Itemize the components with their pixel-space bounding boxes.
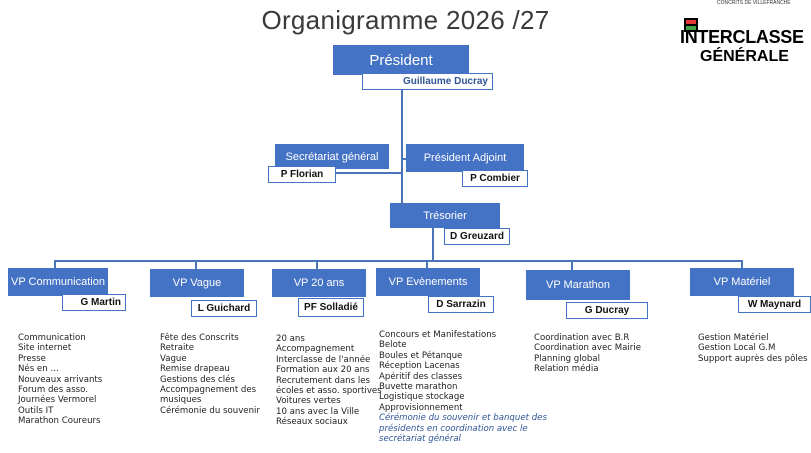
list-item: Communication (18, 333, 86, 343)
list-item: Buvette marathon (379, 382, 458, 393)
list-item: écoles et asso. sportives (276, 386, 382, 397)
list-item: Coordination avec B.R (534, 333, 630, 343)
logo-line1: INTERCLASSE (680, 27, 804, 47)
list-item: Remise drapeau (160, 364, 230, 375)
list-item: Relation média (534, 364, 599, 375)
vp-marathon-tasks: Coordination avec B.R Coordination avec … (534, 333, 641, 375)
connector-vp2 (195, 260, 197, 269)
vp-materiel-name: W Maynard (738, 296, 811, 313)
vp-communication-box: VP Communication (8, 268, 108, 296)
vp-materiel-box: VP Matériel (690, 268, 794, 296)
list-item: Voitures vertes (276, 396, 341, 407)
vp-20ans-role: VP 20 ans (293, 277, 345, 289)
list-item: Nés en … (18, 364, 59, 375)
connector-vp5 (571, 260, 573, 270)
list-item: Réseaux sociaux (276, 417, 348, 428)
list-item: Gestion Local G.M (698, 343, 776, 354)
vp-marathon-role: VP Marathon (545, 279, 610, 291)
vp-vague-tasks: Fête des Conscrits Retraite Vague Remise… (160, 333, 260, 416)
vice-president-box: Président Adjoint (406, 144, 524, 172)
vp-20ans-tasks: 20 ans Accompagnement Interclasse de l'a… (276, 334, 382, 428)
coordination-note: Cérémonie du souvenir et banquet des pré… (379, 413, 547, 445)
vp-materiel-tasks: Gestion Matériel Gestion Local G.M Suppo… (698, 333, 808, 364)
treasurer-name: D Greuzard (444, 228, 510, 245)
list-item: Concours et Manifestations (379, 330, 497, 340)
vp-20ans-name: PF Solladié (298, 298, 364, 317)
president-box: Président (333, 45, 469, 75)
connector-vice-president (403, 158, 406, 160)
connector-treasurer-down (432, 228, 434, 262)
list-item: Apéritif des classes (379, 371, 463, 382)
list-item: 10 ans avec la Ville (276, 406, 360, 417)
vice-president-name: P Combier (462, 170, 528, 187)
list-item: musiques (160, 395, 202, 406)
secretariat-name: P Florian (268, 166, 336, 183)
list-item: Approvisionnement (379, 402, 463, 413)
list-item: Nouveaux arrivants (18, 374, 103, 385)
vp-evenements-tasks: Concours et Manifestations Belote Boules… (379, 330, 569, 444)
list-item: Marathon Coureurs (18, 416, 101, 427)
list-item: Belote (379, 340, 407, 351)
list-item: Fête des Conscrits (160, 333, 239, 343)
connector-vp6 (741, 260, 743, 268)
list-item: Interclasse de l'année (276, 354, 371, 365)
list-item: Logistique stockage (379, 392, 465, 403)
logo: INTERCLASSE GÉNÉRALE (680, 16, 811, 74)
vp-communication-role: VP Communication (11, 276, 105, 288)
vp-evenements-role: VP Evènements (388, 276, 468, 288)
vp-marathon-name: G Ducray (566, 302, 648, 319)
list-item: Planning global (534, 353, 600, 364)
vp-communication-tasks: Communication Site internet Presse Nés e… (18, 333, 102, 427)
treasurer-box: Trésorier (390, 203, 500, 228)
list-item: Accompagnement des (160, 385, 257, 396)
list-item: Vague (160, 353, 187, 364)
list-item: Outils IT (18, 405, 54, 416)
list-item: Forum des asso. (18, 385, 88, 396)
vp-communication-name: G Martin (62, 294, 126, 311)
vp-marathon-box: VP Marathon (526, 270, 630, 300)
vp-vague-role: VP Vague (172, 277, 222, 289)
vp-materiel-role: VP Matériel (713, 276, 771, 288)
list-item: 20 ans (276, 334, 305, 344)
vp-vague-box: VP Vague (150, 269, 244, 297)
connector-horizontal-bus (54, 260, 742, 262)
list-item: Réception Lacenas (379, 361, 460, 372)
secretariat-role: Secrétariat général (285, 150, 379, 163)
connector-secretariat (335, 172, 403, 174)
logo-emblem-icon (684, 18, 698, 32)
vice-president-role: Président Adjoint (423, 152, 507, 164)
list-item: Accompagnement (276, 344, 355, 355)
connector-vp1 (54, 260, 56, 268)
list-item: Site internet (18, 343, 72, 354)
list-item: Journées Vermorel (18, 395, 97, 406)
list-item: Recrutement dans les (276, 375, 370, 386)
list-item: Support auprès des pôles (698, 353, 808, 364)
vp-vague-name: L Guichard (191, 300, 257, 317)
list-item: Cérémonie du souvenir (160, 405, 260, 416)
connector-vp4 (426, 260, 428, 268)
president-name: Guillaume Ducray (362, 73, 493, 90)
vp-evenements-name: D Sarrazin (428, 296, 494, 313)
list-item: Formation aux 20 ans (276, 365, 370, 376)
list-item: Retraite (160, 343, 195, 354)
logo-subtitle: CONCRITS DE VILLEFRANCHE (717, 0, 791, 6)
page-title: Organigramme 2026 /27 (261, 5, 550, 35)
list-item: Coordination avec Mairie (534, 343, 642, 354)
connector-vp3 (316, 260, 318, 269)
treasurer-role: Trésorier (423, 209, 467, 222)
list-item: Gestion Matériel (698, 333, 769, 343)
vp-20ans-box: VP 20 ans (272, 269, 366, 297)
list-item: Boules et Pétanque (379, 350, 463, 361)
president-role: Président (369, 51, 433, 69)
logo-line2: GÉNÉRALE (700, 48, 789, 65)
vp-evenements-box: VP Evènements (376, 268, 480, 296)
connector-trunk (401, 90, 403, 203)
secretariat-box: Secrétariat général (275, 144, 389, 169)
list-item: Presse (18, 353, 46, 364)
list-item: Gestions des clés (160, 374, 235, 385)
